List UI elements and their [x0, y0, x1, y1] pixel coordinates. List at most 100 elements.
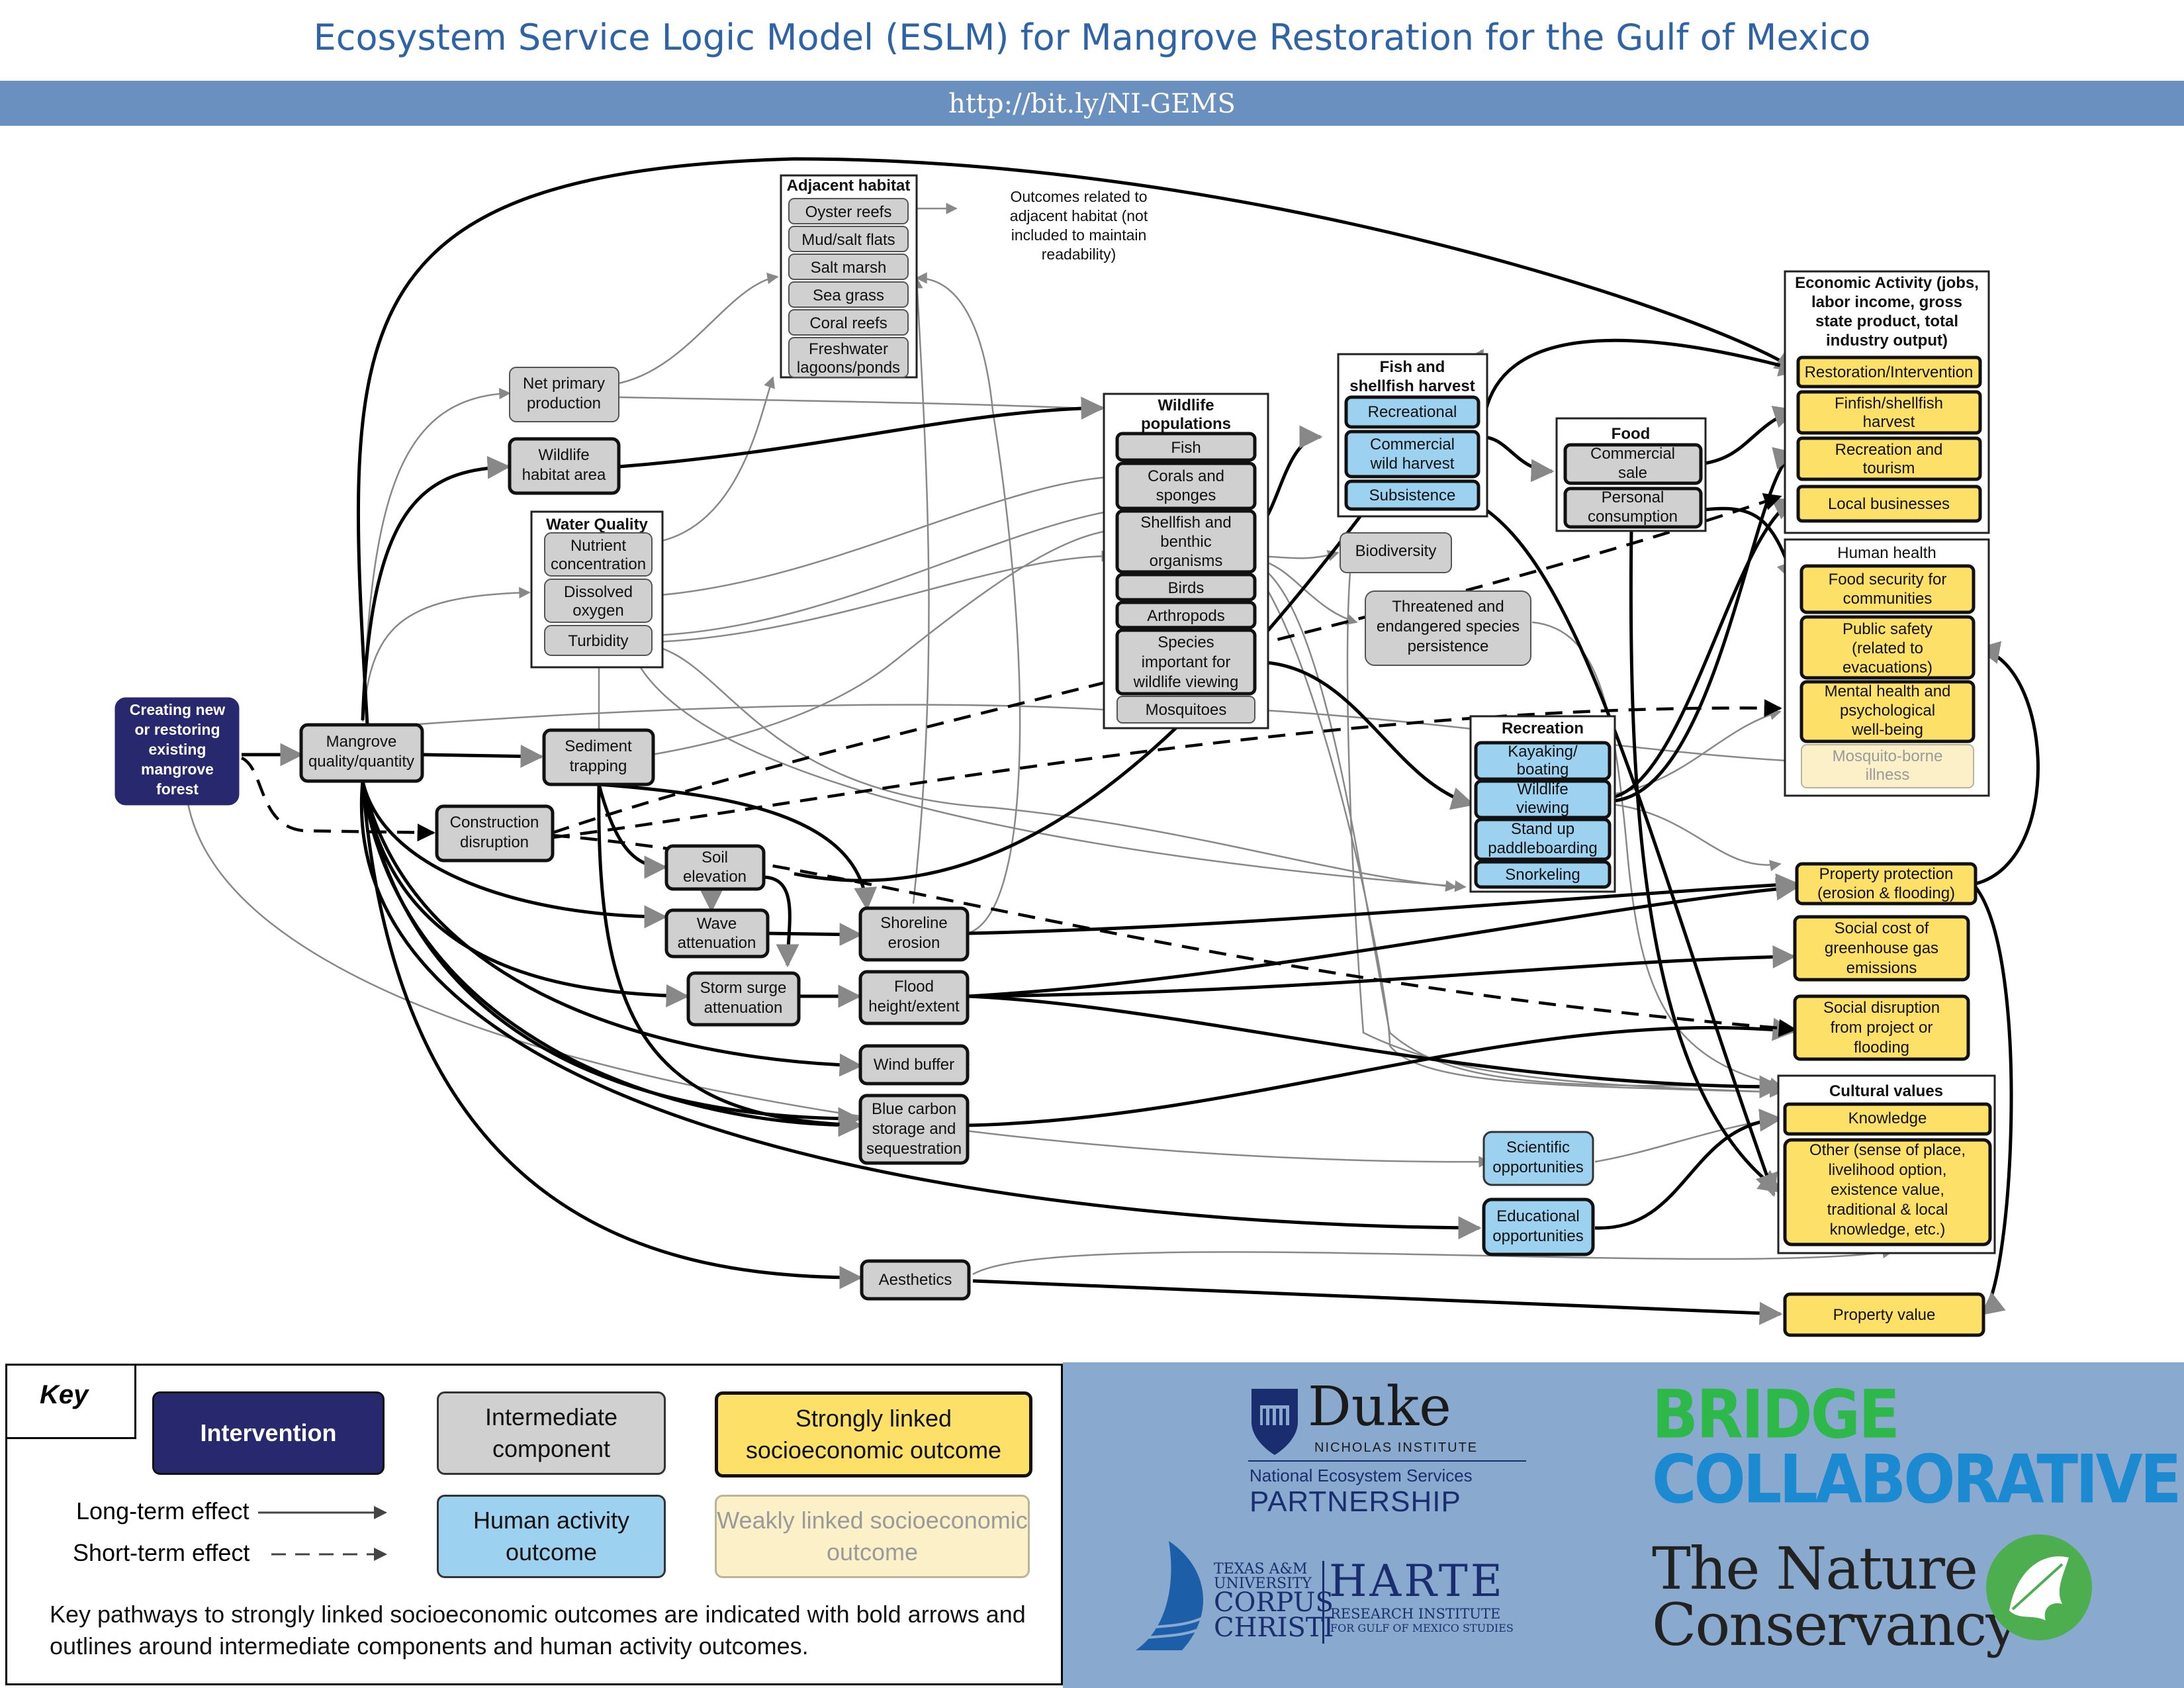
svg-text:Wave: Wave	[697, 915, 737, 933]
mud-salt-flats-node[interactable]: Mud/salt flats	[788, 226, 909, 252]
biodiversity-node[interactable]: Biodiversity	[1340, 532, 1452, 573]
subsistence-node[interactable]: Subsistence	[1344, 479, 1480, 511]
svg-text:labor income, gross: labor income, gross	[1811, 293, 1962, 311]
svg-text:Subsistence: Subsistence	[1369, 487, 1456, 504]
svg-text:Mental health and: Mental health and	[1825, 682, 1951, 700]
wildlife-viewing-node[interactable]: Wildlife viewing	[1474, 779, 1612, 820]
svg-text:oxygen: oxygen	[572, 602, 623, 620]
paddleboarding-node[interactable]: Stand up paddleboarding	[1474, 818, 1612, 861]
svg-text:Recreation: Recreation	[1502, 720, 1584, 737]
mental-health-node[interactable]: Mental health and psychological well-bei…	[1799, 680, 1976, 743]
svg-text:greenhouse gas: greenhouse gas	[1825, 939, 1938, 957]
svg-text:Commercial: Commercial	[1590, 445, 1675, 463]
personal-consumption-node[interactable]: Personal consumption	[1563, 487, 1703, 529]
svg-text:production: production	[527, 395, 601, 412]
svg-text:Nutrient: Nutrient	[570, 537, 626, 555]
commercial-sale-node[interactable]: Commercial sale	[1563, 443, 1703, 485]
soil-elevation-node[interactable]: Soil elevation	[664, 844, 766, 891]
svg-text:consumption: consumption	[1588, 508, 1678, 526]
mangrove-quality-node[interactable]: Mangrove quality/quantity	[299, 723, 424, 783]
shoreline-erosion-node[interactable]: Shoreline erosion	[858, 906, 970, 962]
freshwater-lagoons-node[interactable]: Freshwater lagoons/ponds	[788, 337, 909, 378]
harte-line3: FOR GULF OF MEXICO STUDIES	[1330, 1622, 1514, 1634]
url-link[interactable]: http://bit.ly/NI-GEMS	[948, 89, 1236, 119]
social-disruption-node[interactable]: Social disruption from project or floodi…	[1793, 994, 1970, 1061]
recreational-harvest-node[interactable]: Recreational	[1344, 395, 1480, 429]
svg-text:boating: boating	[1517, 761, 1569, 778]
net-primary-production-node[interactable]: Net primary production	[509, 367, 619, 422]
recreation-tourism-node[interactable]: Recreation and tourism	[1796, 436, 1982, 481]
aesthetics-node[interactable]: Aesthetics	[860, 1259, 971, 1301]
svg-text:well-being: well-being	[1851, 721, 1923, 739]
threatened-species-node[interactable]: Threatened and endangered species persis…	[1365, 590, 1531, 666]
recreation-group: Recreation Kayaking/ boating Wildlife vi…	[1469, 715, 1616, 893]
svg-text:Adjacent habitat: Adjacent habitat	[787, 177, 911, 195]
oyster-reefs-node[interactable]: Oyster reefs	[788, 198, 909, 224]
kayaking-node[interactable]: Kayaking/ boating	[1474, 741, 1612, 781]
wave-attenuation-node[interactable]: Wave attenuation	[664, 908, 770, 959]
scientific-opportunities-node[interactable]: Scientific opportunities	[1482, 1131, 1594, 1186]
knowledge-node[interactable]: Knowledge	[1783, 1102, 1992, 1136]
public-safety-node[interactable]: Public safety (related to evacuations)	[1799, 615, 1976, 680]
snorkeling-node[interactable]: Snorkeling	[1474, 860, 1612, 889]
svg-text:Aesthetics: Aesthetics	[879, 1271, 952, 1289]
commercial-wild-harvest-node[interactable]: Commercial wild harvest	[1344, 430, 1480, 479]
arthropods-node[interactable]: Arthropods	[1115, 600, 1257, 630]
food-security-node[interactable]: Food security for communities	[1799, 564, 1976, 614]
construction-disruption-node[interactable]: Construction disruption	[435, 804, 555, 863]
restoration-intervention-node[interactable]: Restoration/Intervention	[1796, 355, 1982, 389]
local-businesses-node[interactable]: Local businesses	[1796, 485, 1982, 523]
tamucc-line2: UNIVERSITY	[1214, 1575, 1312, 1592]
svg-text:paddleboarding: paddleboarding	[1488, 839, 1597, 857]
species-wildlife-viewing-node[interactable]: Species important for wildlife viewing	[1115, 628, 1257, 696]
dissolved-oxygen-node[interactable]: Dissolved oxygen	[544, 579, 653, 623]
svg-text:viewing: viewing	[1516, 799, 1569, 817]
bridge-wordmark: BRIDGE	[1652, 1376, 1900, 1454]
svg-text:Local businesses: Local businesses	[1828, 495, 1950, 513]
mosquitoes-node[interactable]: Mosquitoes	[1116, 696, 1255, 724]
property-protection-node[interactable]: Property protection (erosion & flooding)	[1795, 862, 1978, 906]
shellfish-benthic-node[interactable]: Shellfish and benthic organisms	[1115, 509, 1257, 574]
flood-height-node[interactable]: Flood height/extent	[858, 970, 970, 1025]
svg-text:Turbidity: Turbidity	[568, 632, 628, 650]
blue-carbon-node[interactable]: Blue carbon storage and sequestration	[858, 1094, 970, 1165]
finfish-harvest-node[interactable]: Finfish/shellfish harvest	[1796, 390, 1982, 435]
wildlife-habitat-area-node[interactable]: Wildlife habitat area	[508, 437, 621, 495]
duke-divider	[1248, 1460, 1526, 1462]
other-cultural-node[interactable]: Other (sense of place, livelihood option…	[1783, 1138, 1992, 1246]
social-cost-ghg-node[interactable]: Social cost of greenhouse gas emissions	[1793, 915, 1970, 982]
nutrient-concentration-node[interactable]: Nutrient concentration	[544, 532, 653, 577]
property-value-node[interactable]: Property value	[1783, 1292, 1985, 1337]
educational-opportunities-node[interactable]: Educational opportunities	[1482, 1197, 1595, 1256]
svg-text:Wildlife: Wildlife	[538, 446, 589, 464]
svg-text:disruption: disruption	[460, 833, 529, 851]
svg-text:elevation: elevation	[683, 868, 747, 886]
sea-grass-node[interactable]: Sea grass	[788, 281, 909, 308]
intervention-node[interactable]: Creating new or restoring existing mangr…	[114, 697, 240, 806]
bold-edges	[242, 157, 2040, 1325]
svg-text:sponges: sponges	[1156, 487, 1216, 504]
svg-text:Flood: Flood	[894, 978, 934, 996]
svg-text:existence value,: existence value,	[1831, 1181, 1944, 1199]
turbidity-node[interactable]: Turbidity	[544, 625, 653, 656]
svg-text:adjacent habitat (not: adjacent habitat (not	[1010, 207, 1148, 224]
wind-buffer-node[interactable]: Wind buffer	[858, 1044, 970, 1086]
tamucc-line4: CHRISTI	[1214, 1613, 1334, 1643]
water-quality-group: Water Quality Nutrient concentration Dis…	[530, 510, 664, 669]
tnc-wordmark-line2: Conservancy	[1652, 1591, 2019, 1659]
harte-line2: RESEARCH INSTITUTE	[1330, 1606, 1501, 1622]
mosquito-borne-illness-node[interactable]: Mosquito-borne illness	[1801, 744, 1974, 788]
adjacent-habitat-note: Outcomes related to adjacent habitat (no…	[1010, 188, 1148, 263]
coral-reefs-node[interactable]: Coral reefs	[788, 309, 909, 336]
svg-text:Social disruption: Social disruption	[1823, 999, 1940, 1017]
fish-node[interactable]: Fish	[1115, 432, 1257, 462]
salt-marsh-node[interactable]: Salt marsh	[788, 254, 909, 280]
sediment-trapping-node[interactable]: Sediment trapping	[542, 728, 655, 786]
svg-text:populations: populations	[1141, 415, 1231, 433]
birds-node[interactable]: Birds	[1115, 573, 1257, 602]
svg-text:Snorkeling: Snorkeling	[1505, 866, 1580, 884]
storm-surge-attenuation-node[interactable]: Storm surge attenuation	[686, 971, 801, 1027]
svg-text:Recreation and: Recreation and	[1835, 441, 1943, 459]
corals-sponges-node[interactable]: Corals and sponges	[1115, 461, 1257, 510]
wildlife-populations-group: Wildlife populations Fish Corals and spo…	[1103, 393, 1269, 729]
